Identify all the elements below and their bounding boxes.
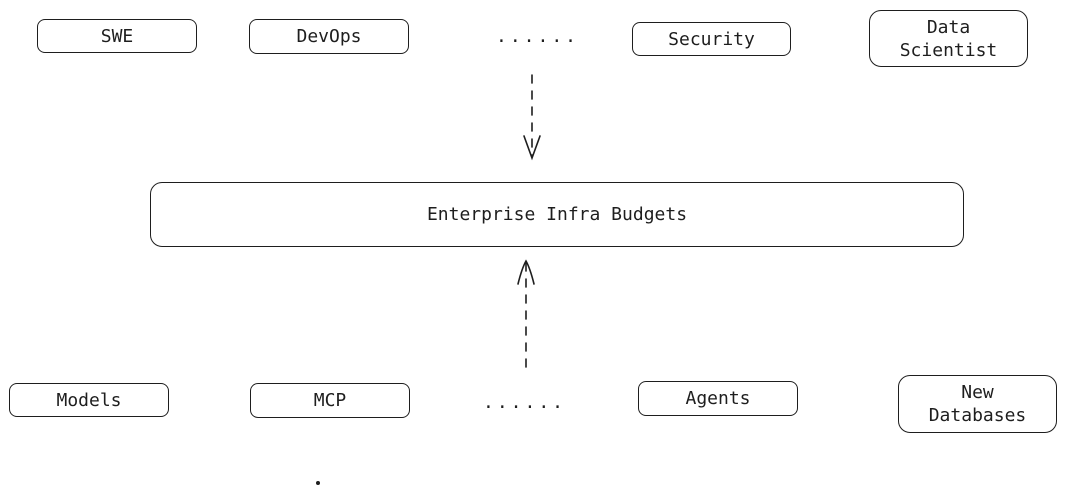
center-label: Enterprise Infra Budgets: [426, 204, 688, 225]
node-mcp[interactable]: MCP: [250, 383, 410, 418]
node-label: Security: [668, 28, 755, 50]
node-agents[interactable]: Agents: [638, 381, 798, 416]
node-label: Agents: [685, 388, 751, 409]
node-label: Models: [56, 389, 122, 411]
node-security[interactable]: Security: [632, 22, 791, 56]
stray-dot-icon: [316, 481, 320, 485]
arrow-down-icon: [523, 74, 541, 161]
top-ellipsis: ......: [496, 26, 580, 47]
node-enterprise-infra-budgets[interactable]: Enterprise Infra Budgets: [150, 182, 964, 247]
arrow-up-icon: [517, 259, 535, 368]
bottom-ellipsis: ......: [483, 392, 567, 413]
node-devops[interactable]: DevOps: [249, 19, 409, 54]
node-label: SWE: [100, 25, 134, 47]
node-label: Data Scientist: [899, 16, 998, 61]
node-swe[interactable]: SWE: [37, 19, 197, 53]
node-label: MCP: [313, 390, 347, 411]
node-data-scientist[interactable]: Data Scientist: [869, 10, 1028, 67]
node-label: DevOps: [296, 26, 362, 47]
node-label: New Databases: [928, 382, 1027, 426]
node-new-databases[interactable]: New Databases: [898, 375, 1057, 433]
node-models[interactable]: Models: [9, 383, 169, 417]
